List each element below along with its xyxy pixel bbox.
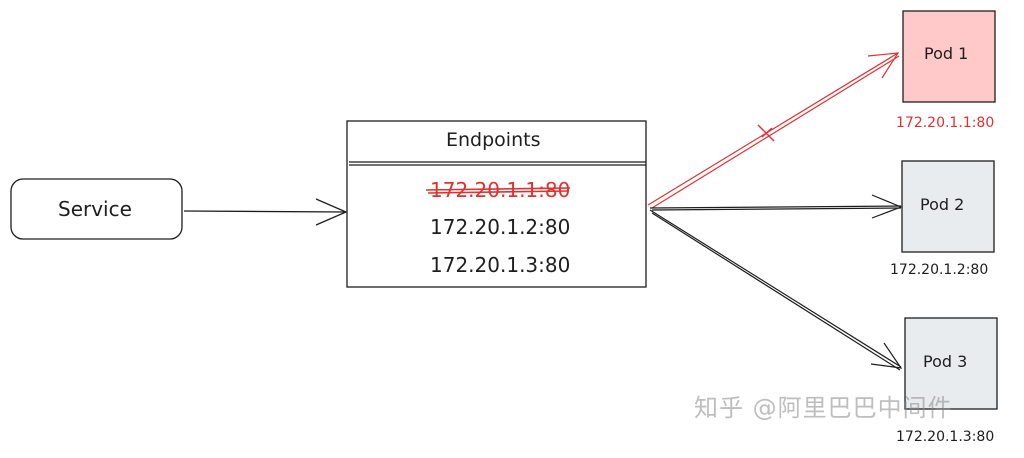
endpoints-title: Endpoints <box>446 129 541 151</box>
pod1-label: Pod 1 <box>924 44 969 63</box>
pod2-box <box>901 160 995 253</box>
pod1-address: 172.20.1.1:80 <box>896 115 995 131</box>
endpoint-item: 172.20.1.2:80 <box>430 215 571 239</box>
removed-endpoint-strike <box>425 187 571 194</box>
endpoint-item: 172.20.1.3:80 <box>430 253 571 277</box>
pod2-address: 172.20.1.2:80 <box>890 262 989 278</box>
watermark: 知乎 @阿里巴巴中间件 <box>694 394 953 422</box>
pod3-address: 172.20.1.3:80 <box>896 429 995 445</box>
endpoints-box <box>346 120 647 288</box>
service-box <box>10 178 183 240</box>
service-to-endpoints-arrow <box>183 198 348 226</box>
endpoints-divider <box>349 161 646 166</box>
pod3-box <box>904 317 998 410</box>
pod3-label: Pod 3 <box>923 352 968 371</box>
pod1-box <box>902 10 996 103</box>
endpoint-item-removed: 172.20.1.1:80 <box>430 178 571 202</box>
endpoints-to-pod1-arrow <box>647 52 900 209</box>
endpoints-to-pod2-arrow <box>649 194 903 219</box>
broken-connection-mark <box>757 124 775 142</box>
endpoints-to-pod3-arrow <box>649 209 903 371</box>
pod2-label: Pod 2 <box>920 195 965 214</box>
service-label: Service <box>58 197 132 221</box>
